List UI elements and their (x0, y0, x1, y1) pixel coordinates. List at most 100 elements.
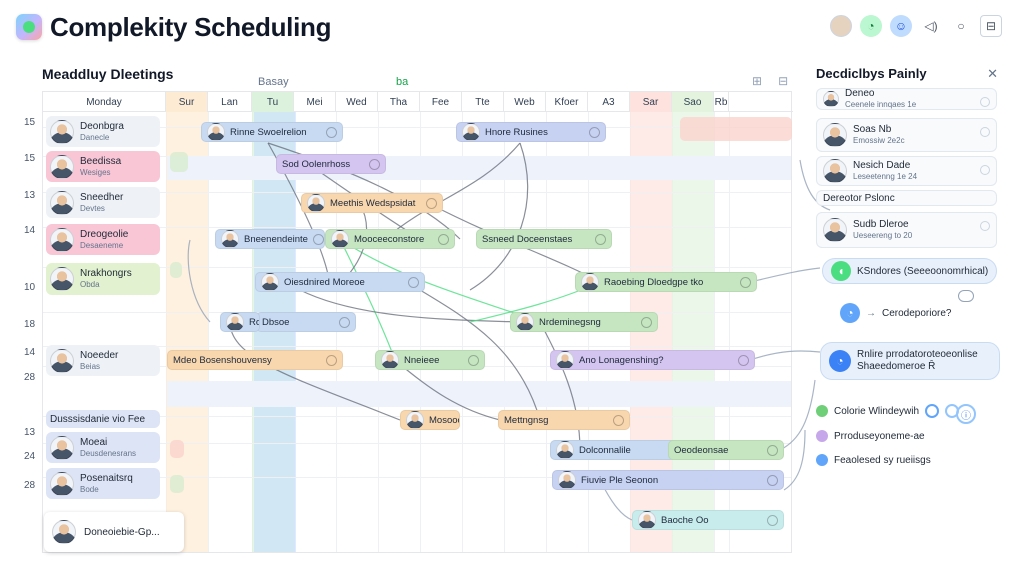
event-status-icon[interactable] (589, 126, 600, 138)
status-icon[interactable] (980, 221, 990, 231)
event-bar[interactable]: Bneenendeinte (215, 229, 325, 249)
day-header-6[interactable]: Tha (378, 92, 420, 112)
event-status-icon[interactable] (595, 233, 606, 245)
day-header-12[interactable]: Sar (630, 92, 672, 112)
gridline (714, 112, 715, 552)
day-header-14[interactable]: Rb (714, 92, 729, 112)
event-bar[interactable]: Ano Lonagenshing? (550, 350, 755, 370)
event-bar[interactable]: Nrdeminegsng (510, 312, 658, 332)
chat-icon: ◔ (829, 350, 851, 372)
event-block[interactable] (170, 475, 184, 493)
event-bar[interactable]: Oeodeonsae (668, 440, 784, 460)
day-header-4[interactable]: Mei (294, 92, 336, 112)
event-block[interactable] (170, 152, 188, 172)
close-icon[interactable]: ✕ (987, 66, 998, 81)
day-header-7[interactable]: Fee (420, 92, 462, 112)
user-avatar-icon[interactable] (830, 15, 852, 37)
event-status-icon[interactable] (326, 354, 337, 366)
panel-person-card[interactable]: Dereotor Pslonc (816, 190, 997, 206)
event-bar[interactable]: Baoche Oo (632, 510, 784, 530)
person-name: Posenaitsrq (80, 472, 133, 484)
event-bar[interactable]: Mosooo (400, 410, 460, 430)
event-status-icon[interactable] (438, 233, 449, 245)
event-bar[interactable]: Ssneed Doceenstaes (476, 229, 612, 249)
suggestion-pill[interactable]: ◔ Rnlire prrodatoroteoeonlise Shaeedomer… (820, 342, 1000, 380)
user-icon[interactable]: ☺ (890, 15, 912, 37)
event-bar[interactable]: Dbsoe (256, 312, 356, 332)
event-status-icon[interactable] (326, 126, 337, 138)
window-icon[interactable]: ⊟ (980, 15, 1002, 37)
day-header-11[interactable]: A3 (588, 92, 630, 112)
person-role: Deusdenesrans (80, 448, 137, 458)
chat-icon[interactable]: ◔ (860, 15, 882, 37)
speech-bubble-icon (958, 290, 974, 302)
day-header-0[interactable]: Monday (43, 92, 166, 112)
day-header-5[interactable]: Wed (336, 92, 378, 112)
event-bar[interactable]: Raoebing Dloedgpe tko (575, 272, 757, 292)
event-status-icon[interactable] (613, 414, 624, 426)
event-block[interactable] (170, 262, 182, 278)
event-bar[interactable]: Mettngnsg (498, 410, 630, 430)
circle-icon[interactable]: ○ (957, 19, 965, 33)
event-status-icon[interactable] (426, 197, 437, 209)
day-header-2[interactable]: Lan (208, 92, 252, 112)
event-status-icon[interactable] (468, 354, 479, 366)
event-status-icon[interactable] (369, 158, 380, 170)
event-bar[interactable]: Rinne Swoelrelion (201, 122, 343, 142)
info-icon[interactable]: ⓘ (956, 404, 976, 424)
day-header-13[interactable]: Sao (672, 92, 714, 112)
person-card[interactable]: Dusssisdanie vio Fee (46, 410, 160, 428)
day-header-1[interactable]: Sur (166, 92, 208, 112)
event-status-icon[interactable] (738, 354, 749, 366)
event-block[interactable] (170, 440, 184, 458)
event-status-icon[interactable] (408, 276, 419, 288)
audio-icon[interactable]: ◁) (924, 19, 938, 33)
event-bar[interactable]: Fiuvie Ple Seonon (552, 470, 784, 490)
toggle-icon[interactable] (925, 404, 940, 418)
day-header-3[interactable]: Tu (252, 92, 294, 112)
event-bar[interactable]: Sod Oolenrhoss (276, 154, 386, 174)
avatar (50, 154, 74, 179)
event-bar[interactable]: Mdeo Bosenshouvensy (167, 350, 343, 370)
status-icon[interactable] (980, 165, 990, 175)
event-bar[interactable]: Nneieee (375, 350, 485, 370)
grid-view-icon[interactable]: ⊞ (752, 74, 763, 88)
suggestion-pill[interactable]: ◖ KSndores (Seeeoonomrhical) (822, 258, 998, 284)
event-block[interactable] (680, 117, 792, 141)
status-icon[interactable] (980, 97, 990, 107)
bottom-person-card[interactable]: Doneoiebie-Gp... (44, 512, 184, 552)
event-status-icon[interactable] (767, 474, 778, 486)
event-bar[interactable]: Meethis Wedspsidat (301, 193, 443, 213)
event-status-icon[interactable] (767, 514, 778, 526)
event-bar[interactable]: Hnore Rusines (456, 122, 606, 142)
status-icon[interactable] (980, 127, 990, 137)
event-status-icon[interactable] (641, 316, 652, 328)
event-bar[interactable]: Oiesdnired Moreoe (255, 272, 425, 292)
person-name: Noeeder (80, 349, 119, 361)
day-header-10[interactable]: Kfoer (546, 92, 588, 112)
event-bar[interactable]: Mooceeconstore (325, 229, 455, 249)
top-toolbar: ◔ ☺ ◁) ○ ⊟ (830, 15, 1002, 37)
event-bar[interactable]: Roneoemeps (220, 312, 260, 332)
event-status-icon[interactable] (312, 233, 324, 245)
avatar (462, 123, 480, 141)
day-header-8[interactable]: Tte (462, 92, 504, 112)
suggestion-pill[interactable]: ◔ → Cerodeporiore? (832, 300, 960, 326)
event-status-icon[interactable] (740, 276, 751, 288)
list-view-icon[interactable]: ⊟ (778, 74, 789, 88)
day-header-9[interactable]: Web (504, 92, 546, 112)
event-status-icon[interactable] (767, 444, 778, 456)
event-status-icon[interactable] (339, 316, 350, 328)
